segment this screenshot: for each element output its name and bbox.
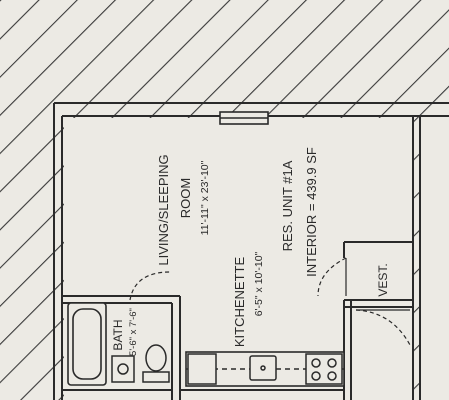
window <box>219 111 269 125</box>
cooktop-range <box>305 353 343 385</box>
bath-dims: 5'-6" x 7'-6" <box>128 308 139 356</box>
kitchenette-dims: 6'-5" x 10'-10" <box>253 251 265 316</box>
refrigerator <box>187 353 217 385</box>
adjacent-space <box>420 118 449 400</box>
bath-door-swing <box>129 271 171 301</box>
bath-sink <box>111 355 135 383</box>
entry-door-swing <box>355 309 411 346</box>
living-room-dims: 11'-11" x 23'-10" <box>199 160 211 235</box>
unit-interior <box>64 118 412 400</box>
kitchen-sink <box>249 355 277 381</box>
bath-name: BATH <box>111 319 125 350</box>
unit-name: RES. UNIT #1A <box>280 160 295 251</box>
living-room-name: LIVING/SLEEPING <box>156 154 171 265</box>
vestibule-door-swing <box>317 257 347 297</box>
living-room-name-2: ROOM <box>178 178 193 218</box>
toilet <box>142 344 170 383</box>
vestibule-name: VEST. <box>376 263 390 296</box>
unit-area: INTERIOR = 439.9 SF <box>304 147 319 277</box>
bathtub <box>67 302 107 386</box>
room-labels: LIVING/SLEEPING ROOM 11'-11" x 23'-10" R… <box>111 147 390 356</box>
kitchenette-name: KITCHENETTE <box>232 257 247 348</box>
